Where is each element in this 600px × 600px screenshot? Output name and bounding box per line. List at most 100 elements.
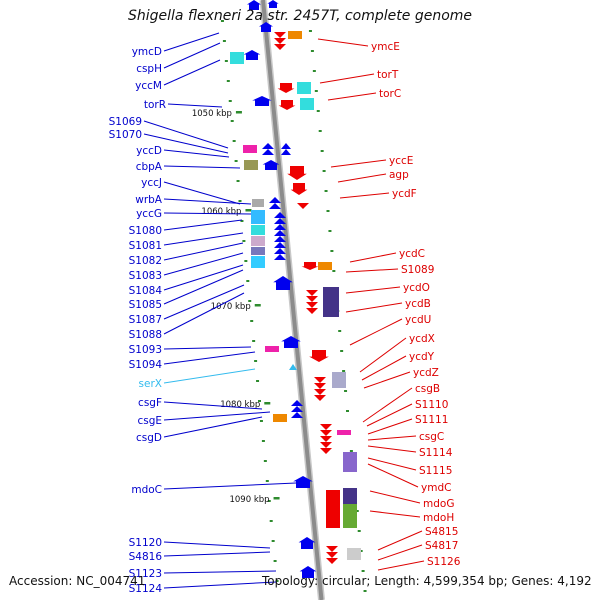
scale-tick <box>235 111 242 114</box>
label-leader-line <box>163 32 220 52</box>
left-gene-label: S1093 <box>129 344 162 356</box>
track-dot <box>310 50 314 52</box>
label-leader-line <box>377 530 423 551</box>
label-leader-line <box>163 59 221 86</box>
label-leader-line <box>367 463 419 488</box>
track-dot <box>254 360 258 362</box>
track-dot <box>226 80 230 82</box>
track-dot <box>316 110 320 112</box>
label-leader-line <box>163 346 252 350</box>
right-gene-label: mdoG <box>423 498 454 510</box>
scale-tick-label: 1080 kbp <box>220 400 260 410</box>
label-leader-line <box>349 318 403 346</box>
label-leader-line <box>163 165 241 169</box>
scale-tick <box>254 304 261 307</box>
right-gene-label: ymdC <box>421 482 451 494</box>
gene-block <box>297 82 311 94</box>
track-dot <box>222 40 226 42</box>
forward-gene-arrow <box>243 50 261 60</box>
left-gene-label: csgE <box>137 415 162 427</box>
left-gene-label: yccG <box>136 208 162 220</box>
track-dot <box>328 230 332 232</box>
reverse-gene-chevron <box>306 290 318 296</box>
gene-block <box>288 31 302 39</box>
right-gene-label: ycdZ <box>413 367 439 379</box>
topology-text: Topology: circular; Length: 4,599,354 bp… <box>262 574 592 588</box>
track-dot <box>324 190 328 192</box>
forward-gene-chevron <box>269 203 281 209</box>
right-gene-label: S1126 <box>427 556 461 568</box>
forward-gene-chevron <box>274 236 286 242</box>
forward-gene-chevron <box>274 212 286 218</box>
gene-block <box>251 256 265 268</box>
track-dot <box>259 420 263 422</box>
track-dot <box>230 120 234 122</box>
track-dot <box>332 270 336 272</box>
gene-block <box>343 452 357 472</box>
track-dot <box>228 100 232 102</box>
track-dot <box>318 130 322 132</box>
forward-gene-arrow <box>293 476 313 488</box>
left-gene-label: S1069 <box>109 116 142 128</box>
reverse-gene-chevron <box>320 436 332 442</box>
left-gene-label: S1124 <box>129 583 163 595</box>
forward-gene-chevron <box>274 218 286 224</box>
label-leader-line <box>163 284 245 320</box>
track-dot <box>256 380 260 382</box>
reverse-gene-chevron <box>326 546 338 552</box>
backbone-line <box>261 0 324 600</box>
reverse-gene-chevron <box>326 558 338 564</box>
forward-gene-arrow <box>298 537 316 549</box>
right-gene-label: S1089 <box>401 264 434 276</box>
right-gene-label: S4817 <box>425 540 458 552</box>
gene-block <box>318 262 332 270</box>
label-leader-line <box>163 482 297 490</box>
track-dot <box>308 30 312 32</box>
gene-block <box>251 225 265 235</box>
label-leader-line <box>143 120 229 149</box>
label-leader-line <box>163 198 252 205</box>
reverse-gene-arrow <box>287 166 307 180</box>
track-dot <box>330 250 334 252</box>
track-dot <box>265 480 269 482</box>
reverse-gene-chevron <box>274 32 286 38</box>
label-leader-line <box>163 541 271 549</box>
reverse-gene-chevron <box>274 44 286 50</box>
label-leader-line <box>163 416 263 438</box>
label-leader-line <box>367 445 417 453</box>
right-gene-label: csgC <box>419 431 444 443</box>
track-dot <box>267 500 271 502</box>
rna-marker <box>289 364 297 370</box>
reverse-gene-chevron <box>314 395 326 401</box>
right-gene-label: S1110 <box>415 399 448 411</box>
label-leader-line <box>163 551 271 557</box>
forward-gene-chevron <box>274 254 286 260</box>
gene-block <box>251 236 265 246</box>
label-leader-line <box>367 435 417 441</box>
forward-gene-chevron <box>269 197 281 203</box>
forward-gene-arrow <box>247 0 261 10</box>
reverse-gene-chevron <box>306 296 318 302</box>
track-dot <box>258 400 261 402</box>
track-dot <box>357 530 361 532</box>
forward-gene-arrow <box>299 566 317 578</box>
left-gene-label: S1081 <box>129 240 162 252</box>
right-gene-label: S1111 <box>415 414 448 426</box>
label-leader-line <box>339 192 390 199</box>
label-leader-line <box>361 355 407 381</box>
gene-block <box>347 548 361 560</box>
reverse-gene-chevron <box>326 552 338 558</box>
reverse-gene-arrow <box>309 350 329 362</box>
figure-title: Shigella flexneri 2a str. 2457T, complet… <box>127 8 473 24</box>
track-dot <box>338 330 342 332</box>
gene-block <box>323 287 339 317</box>
forward-gene-chevron <box>281 143 291 149</box>
label-leader-line <box>377 544 423 561</box>
label-leader-line <box>163 252 244 276</box>
right-gene-label: ycdY <box>409 351 435 363</box>
label-leader-line <box>163 292 245 335</box>
label-leader-line <box>362 387 413 423</box>
label-leader-line <box>163 351 256 365</box>
label-leader-line <box>377 560 425 571</box>
track-dot <box>349 450 353 452</box>
